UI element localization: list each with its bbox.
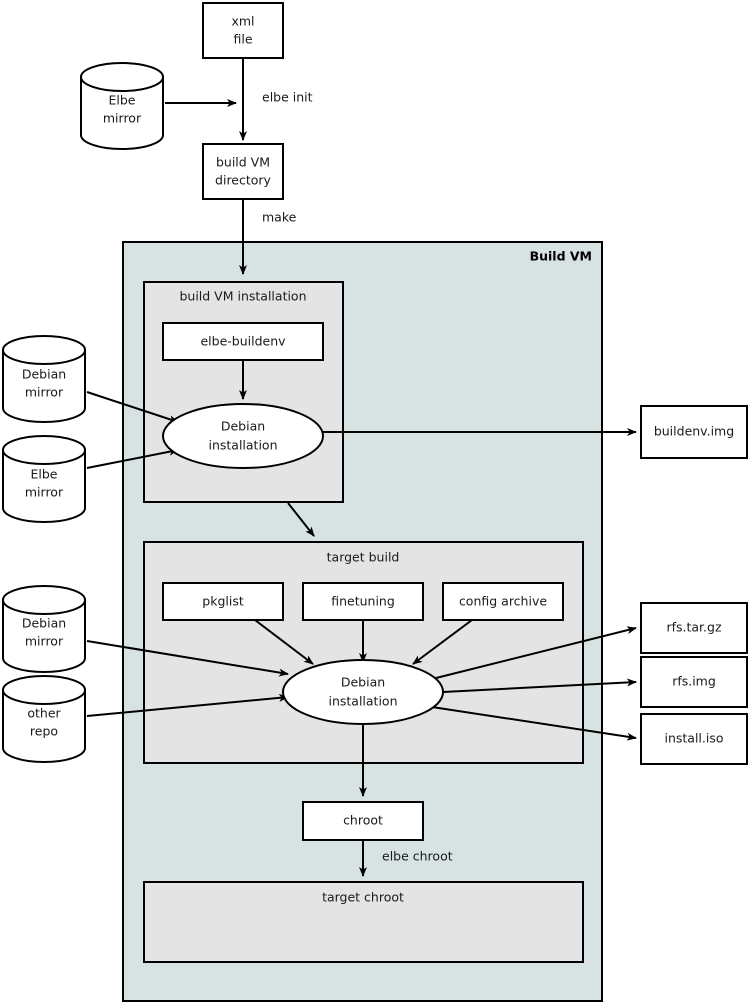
edge-elbe-mirror-to-buildvm-install — [86, 447, 179, 469]
node-rfs-tar-gz-label: rfs.tar.gz — [666, 620, 721, 635]
node-pkglist[interactable] — [162, 582, 284, 621]
cylinder-debian-mirror-low[interactable] — [2, 585, 86, 673]
cylinder-debian-mirror-low-label-line2: mirror — [25, 634, 64, 649]
edge-label-elbe-init: elbe init — [262, 90, 313, 105]
node-rfs-tar-gz[interactable] — [640, 602, 748, 654]
container-build-vm-installation-label: build VM installation — [179, 289, 306, 304]
cylinder-other-repo-label-line2: repo — [30, 724, 58, 739]
edge-debian-mirror-to-buildvm-install — [86, 391, 179, 423]
node-finetuning[interactable] — [302, 582, 424, 621]
cylinder-elbe-mirror-top-label-line1: Elbe — [109, 93, 136, 108]
container-target-build-label: target build — [327, 550, 400, 565]
node-build-vm-directory-label-line2: directory — [215, 173, 272, 188]
node-install-iso-label: install.iso — [664, 731, 723, 746]
node-build-vm-directory[interactable] — [202, 143, 284, 200]
node-finetuning-label: finetuning — [331, 594, 395, 609]
node-pkglist-label: pkglist — [202, 594, 244, 609]
node-rfs-img-label: rfs.img — [672, 674, 716, 689]
edge-target-install-to-rfsimg — [442, 678, 637, 693]
node-buildenv-img-label: buildenv.img — [654, 424, 734, 439]
cylinder-debian-mirror-low-label-line1: Debian — [22, 616, 66, 631]
node-debian-installation-target-label-line1: Debian — [341, 675, 385, 690]
node-elbe-buildenv[interactable] — [162, 322, 324, 361]
edge-target-install-to-installiso — [431, 706, 637, 741]
node-debian-installation-buildvm[interactable] — [162, 403, 324, 469]
edge-pkglist-to-target-install — [254, 619, 314, 665]
cylinder-elbe-mirror-mid-label-line2: mirror — [25, 485, 64, 500]
edge-other-repo-to-target-install — [86, 693, 289, 717]
node-config-archive[interactable] — [442, 582, 564, 621]
edge-debian-mirror-low-to-target-install — [86, 640, 289, 677]
node-xml-file[interactable] — [202, 2, 284, 59]
cylinder-debian-mirror-mid-label-line2: mirror — [25, 385, 64, 400]
node-buildenv-img[interactable] — [640, 405, 748, 459]
node-rfs-img[interactable] — [640, 656, 748, 708]
node-debian-installation-buildvm-label-line2: installation — [208, 438, 277, 453]
cylinder-debian-mirror-mid-label-line1: Debian — [22, 367, 66, 382]
node-debian-installation-target-label-line2: installation — [328, 694, 397, 709]
node-xml-file-label-line1: xml — [231, 14, 254, 29]
node-build-vm-directory-label-line1: build VM — [216, 155, 270, 170]
container-build-vm-label: Build VM — [530, 249, 592, 264]
node-install-iso[interactable] — [640, 713, 748, 765]
cylinder-other-repo-label-line1: other — [27, 706, 61, 721]
edge-label-make: make — [262, 210, 297, 225]
node-chroot[interactable] — [302, 801, 424, 841]
container-target-chroot — [143, 881, 584, 963]
cylinder-elbe-mirror-top[interactable] — [80, 62, 164, 150]
node-config-archive-label: config archive — [459, 594, 547, 609]
edge-target-install-to-rfstargz — [431, 626, 637, 680]
container-target-chroot-label: target chroot — [322, 890, 404, 905]
cylinder-elbe-mirror-mid[interactable] — [2, 435, 86, 523]
edge-label-elbe-chroot: elbe chroot — [382, 849, 453, 864]
edge-configarchive-to-target-install — [412, 619, 473, 665]
edge-buildvm-install-to-target-build — [287, 502, 315, 537]
cylinder-other-repo[interactable] — [2, 675, 86, 763]
node-debian-installation-target[interactable] — [282, 659, 444, 725]
cylinder-elbe-mirror-top-label-line2: mirror — [103, 111, 142, 126]
cylinder-elbe-mirror-mid-label-line1: Elbe — [31, 467, 58, 482]
node-debian-installation-buildvm-label-line1: Debian — [221, 419, 265, 434]
cylinder-debian-mirror-mid[interactable] — [2, 335, 86, 423]
node-xml-file-label-line2: file — [233, 32, 252, 47]
node-elbe-buildenv-label: elbe-buildenv — [200, 334, 286, 349]
node-chroot-label: chroot — [343, 813, 383, 828]
